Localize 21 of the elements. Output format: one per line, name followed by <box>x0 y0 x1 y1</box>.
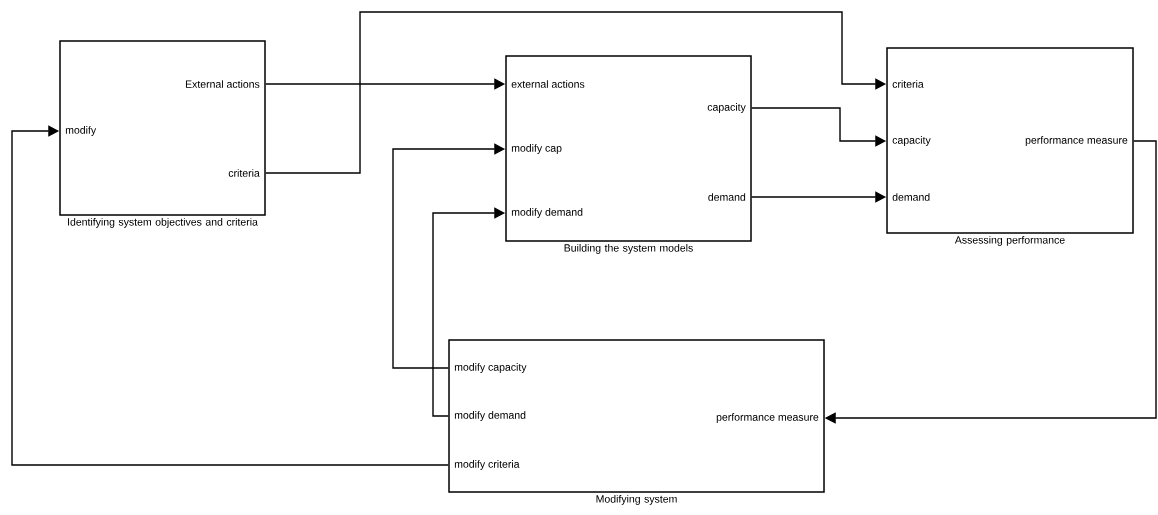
port-label: external actions <box>511 80 585 88</box>
connector-arrow <box>11 125 449 466</box>
port-label: demand <box>708 193 746 201</box>
port-label: criteria <box>892 80 924 88</box>
node-label: Building the system models <box>564 243 693 254</box>
port-label: modify cap <box>511 144 562 154</box>
port-label: modify <box>65 126 97 136</box>
port-label: capacity <box>892 136 931 146</box>
port-label: modify criteria <box>454 460 520 470</box>
node-label: Modifying system <box>596 494 677 505</box>
port-label: performance measure <box>1025 136 1128 146</box>
port-label: modify demand <box>511 208 583 218</box>
port-label: modify capacity <box>454 363 527 373</box>
port-label: demand <box>892 193 930 201</box>
port-label: capacity <box>707 103 746 113</box>
port-label: performance measure <box>716 413 819 423</box>
node-label: Identifying system objectives and criteria <box>68 217 258 228</box>
port-label: External actions <box>185 80 260 88</box>
node-label: Assessing performance <box>954 235 1065 246</box>
port-label: criteria <box>228 169 260 177</box>
port-label: modify demand <box>454 411 526 421</box>
